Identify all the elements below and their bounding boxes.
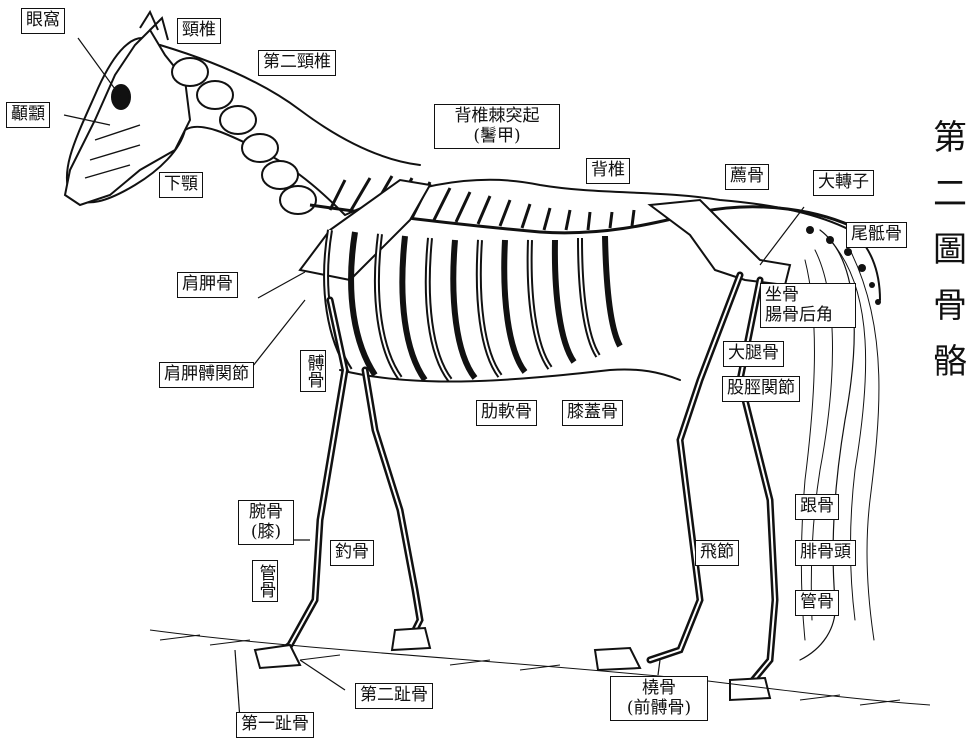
label-sacrum: 薦骨 bbox=[725, 164, 769, 190]
label-carpus-line1: 腕骨 bbox=[243, 503, 289, 523]
label-cannon-fore: 管骨 bbox=[252, 560, 278, 602]
label-scapula: 肩胛骨 bbox=[177, 272, 238, 298]
figure-title-char: 圖 bbox=[930, 222, 970, 278]
front-leg-far bbox=[365, 370, 420, 640]
label-carpus: 腕骨 (膝) bbox=[238, 500, 294, 545]
label-radius: 橈骨 (前髆骨) bbox=[610, 676, 708, 721]
label-mandible: 下顎 bbox=[159, 172, 203, 198]
label-skull: 顳顬 bbox=[6, 102, 50, 128]
label-ischium: 坐骨 腸骨后角 bbox=[760, 283, 856, 328]
label-second-phalanx: 第二趾骨 bbox=[355, 683, 433, 709]
label-ischium-line2: 腸骨后角 bbox=[765, 306, 851, 326]
figure-title-char: 第 bbox=[930, 110, 970, 166]
label-dorsal: 背椎 bbox=[586, 158, 630, 184]
hind-leg-near bbox=[650, 275, 740, 660]
label-cannon-hind: 管骨 bbox=[795, 590, 839, 616]
pelvis-bone bbox=[650, 200, 790, 285]
belly-line bbox=[340, 369, 680, 381]
label-rib-cartilage: 肋軟骨 bbox=[476, 400, 537, 426]
label-calcaneus: 跟骨 bbox=[795, 494, 839, 520]
label-dorsal-spine-line1: 背椎棘突起 bbox=[439, 107, 555, 127]
label-femur: 大腿骨 bbox=[723, 341, 784, 367]
label-patella: 膝蓋骨 bbox=[562, 400, 623, 426]
label-dorsal-spine: 背椎棘突起 (鬐甲) bbox=[434, 104, 560, 149]
label-ischium-line1: 坐骨 bbox=[765, 286, 851, 306]
label-second-cervical: 第二頸椎 bbox=[258, 50, 336, 76]
label-shoulder-joint: 肩胛髆関節 bbox=[159, 362, 254, 388]
label-cervical: 頸椎 bbox=[177, 18, 221, 44]
label-hip-joint: 股脛関節 bbox=[722, 376, 800, 402]
label-carpus-line2: (膝) bbox=[243, 523, 289, 543]
label-radius-line2: (前髆骨) bbox=[615, 699, 703, 719]
label-dorsal-spine-line2: (鬐甲) bbox=[439, 127, 555, 147]
label-hock: 飛節 bbox=[695, 540, 739, 566]
figure-title-char: 骨 bbox=[930, 278, 970, 334]
label-sesamoid: 釣骨 bbox=[330, 540, 374, 566]
figure-title: 第 二 圖 骨 骼 bbox=[930, 110, 970, 390]
label-radius-line1: 橈骨 bbox=[615, 679, 703, 699]
label-first-phalanx: 第一趾骨 bbox=[236, 712, 314, 738]
label-trochanter: 大轉子 bbox=[813, 170, 874, 196]
label-humerus: 髆骨 bbox=[300, 350, 326, 392]
label-coccyx: 尾骶骨 bbox=[846, 222, 907, 248]
label-fibula-head: 腓骨頭 bbox=[795, 540, 856, 566]
figure-title-char: 二 bbox=[930, 166, 970, 222]
scapula-bone bbox=[300, 180, 430, 280]
label-orbit: 眼窩 bbox=[21, 8, 65, 34]
figure-title-char: 骼 bbox=[930, 334, 970, 390]
